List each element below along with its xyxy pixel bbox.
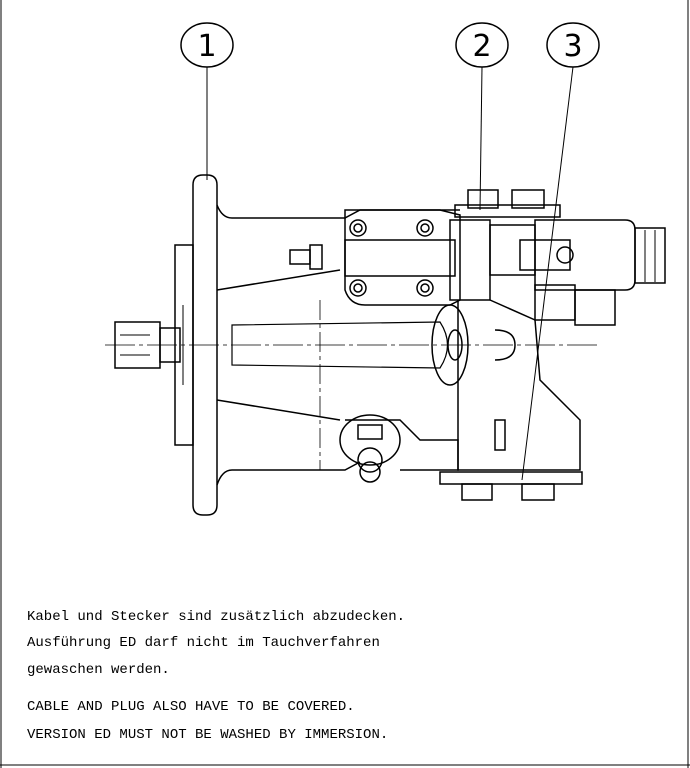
- pump-housing: [216, 204, 460, 486]
- control-valve: [289, 209, 491, 306]
- mounting-flange: [174, 174, 218, 516]
- balloon-1: 1: [180, 22, 234, 180]
- balloon-2: 2: [455, 22, 509, 211]
- bolts: [439, 189, 583, 501]
- note-de-line-1: Kabel und Stecker sind zusätzlich abzude…: [27, 609, 406, 625]
- lower-body: [431, 299, 581, 471]
- solenoid: [489, 219, 666, 326]
- drive-shaft: [114, 321, 181, 369]
- balloon-2-label: 2: [472, 29, 491, 64]
- balloon-1-label: 1: [197, 29, 216, 64]
- note-de-line-3: gewaschen werden.: [27, 662, 170, 678]
- balloon-3: 3: [521, 22, 600, 481]
- balloon-3-label: 3: [563, 29, 582, 64]
- note-en-line-2: VERSION ED MUST NOT BE WASHED BY IMMERSI…: [27, 727, 389, 743]
- note-en-line-1: CABLE AND PLUG ALSO HAVE TO BE COVERED.: [27, 699, 355, 715]
- drain-plug: [339, 414, 401, 483]
- note-de-line-2: Ausführung ED darf nicht im Tauchverfahr…: [27, 635, 380, 651]
